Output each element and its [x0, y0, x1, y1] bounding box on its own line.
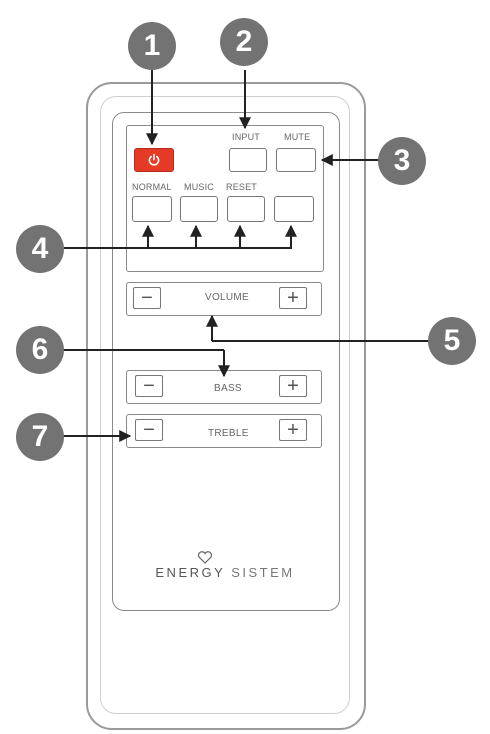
bass-minus-button[interactable]: − — [135, 375, 163, 397]
power-icon — [148, 153, 160, 166]
reset-button[interactable] — [227, 196, 265, 222]
brand-logo: ENERGY SISTEM — [112, 565, 338, 580]
volume-minus-button[interactable]: − — [133, 287, 161, 309]
remote-body — [86, 82, 366, 730]
remote-inner-edge — [100, 96, 350, 714]
music-button[interactable] — [180, 196, 218, 222]
normal-button[interactable] — [132, 196, 172, 222]
treble-plus-button[interactable]: + — [279, 419, 307, 441]
music-label: MUSIC — [184, 182, 214, 192]
unlabeled-mode-button[interactable] — [274, 196, 314, 222]
normal-label: NORMAL — [132, 182, 172, 192]
power-button[interactable] — [134, 148, 174, 172]
reset-label: RESET — [226, 182, 258, 192]
heart-logo-icon — [197, 551, 213, 564]
callout-2: 2 — [220, 18, 268, 66]
input-label: INPUT — [232, 132, 260, 142]
callout-3: 3 — [378, 137, 426, 185]
treble-minus-button[interactable]: − — [135, 419, 163, 441]
callout-7: 7 — [16, 413, 64, 461]
callout-4: 4 — [16, 225, 64, 273]
arrow-5 — [206, 314, 430, 342]
bass-plus-button[interactable]: + — [279, 375, 307, 397]
mode-button-group — [126, 125, 324, 272]
bass-label: BASS — [214, 383, 242, 394]
input-button[interactable] — [229, 148, 267, 172]
mute-label: MUTE — [284, 132, 311, 142]
volume-plus-button[interactable]: + — [279, 287, 307, 309]
button-panel — [112, 112, 340, 611]
callout-6: 6 — [16, 326, 64, 374]
arrow-4 — [64, 224, 297, 249]
callout-1: 1 — [128, 22, 176, 70]
volume-row — [126, 282, 322, 316]
arrow-6 — [62, 349, 230, 378]
brand-sistem: SISTEM — [231, 565, 295, 580]
brand-energy: ENERGY — [155, 565, 226, 580]
mute-button[interactable] — [276, 148, 316, 172]
volume-label: VOLUME — [205, 292, 250, 303]
treble-label: TREBLE — [208, 428, 249, 439]
callout-5: 5 — [428, 317, 476, 365]
